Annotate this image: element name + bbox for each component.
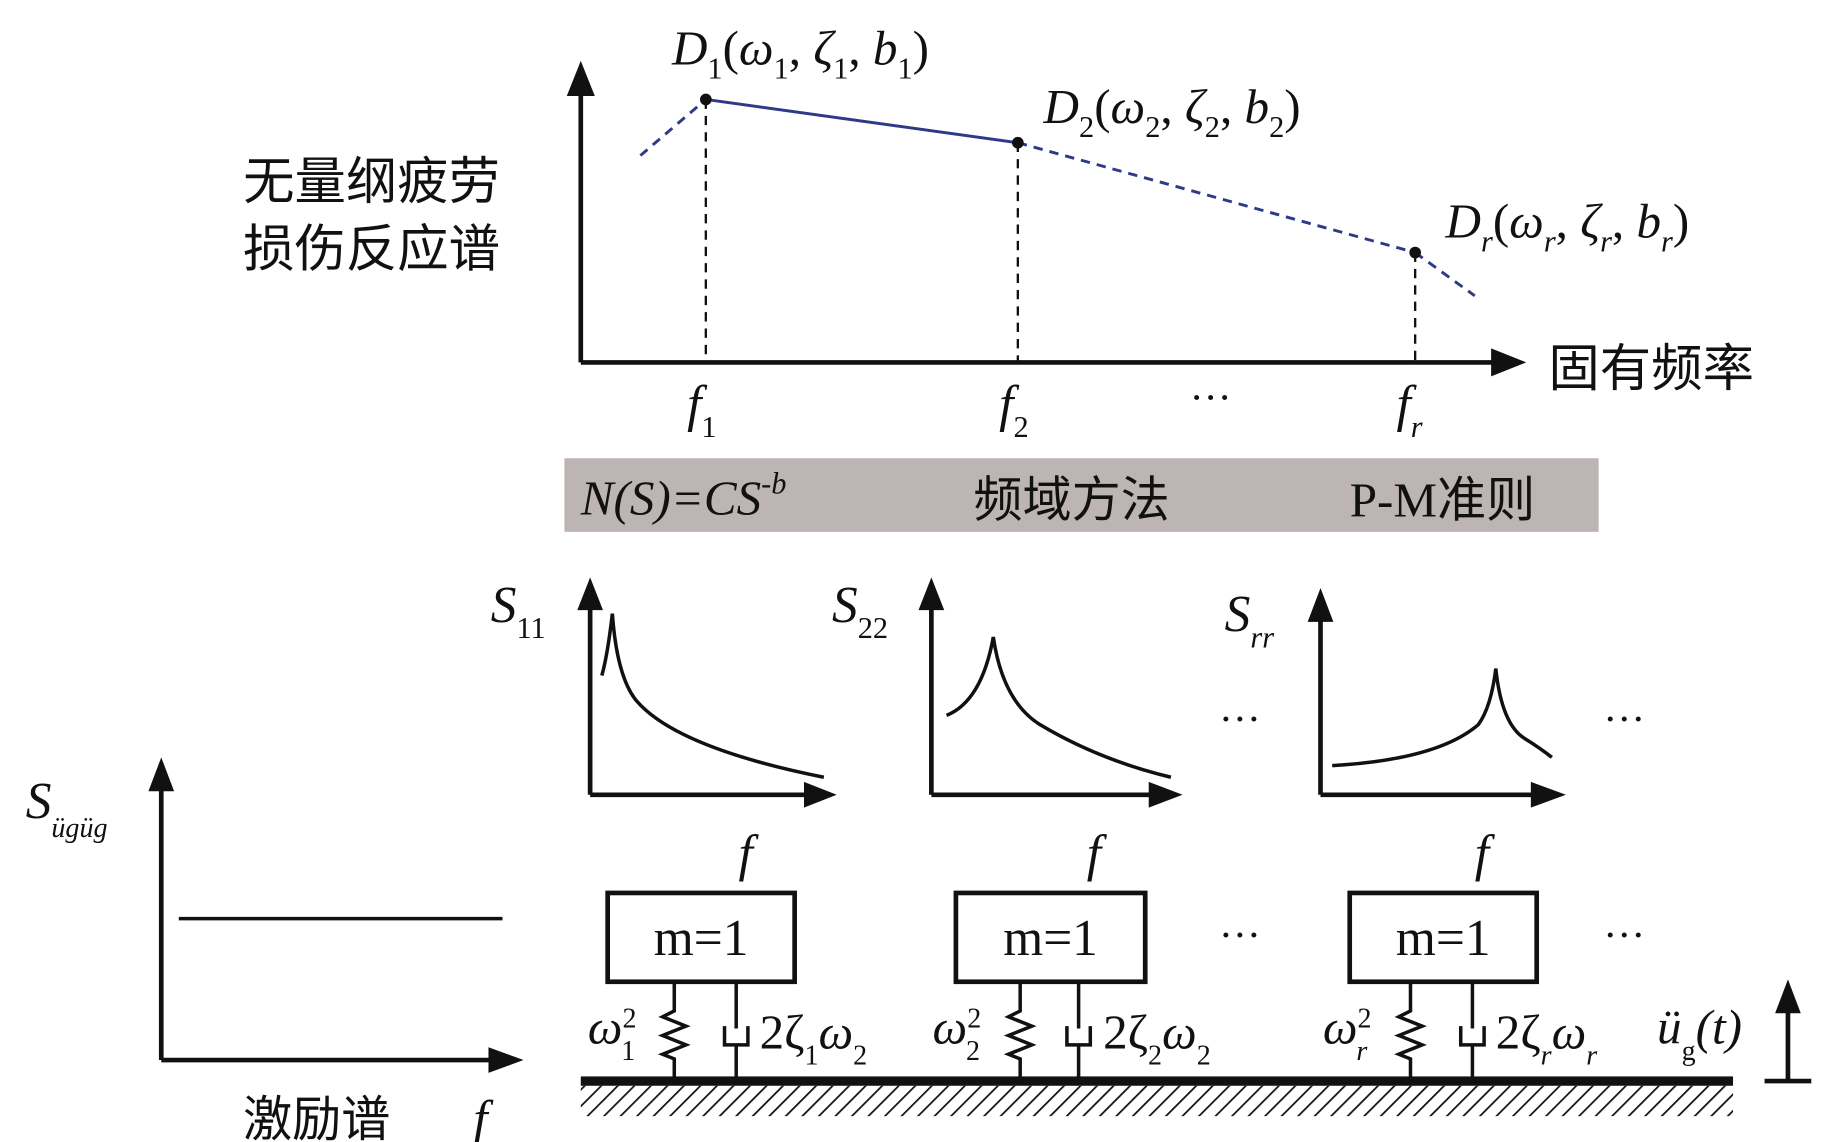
mass-label: m=1 bbox=[1396, 910, 1491, 967]
response-spectrum-2: S22 f bbox=[832, 577, 1183, 883]
x-label: f bbox=[473, 1091, 494, 1142]
x-label: f bbox=[1087, 826, 1108, 883]
x-label: f bbox=[1475, 826, 1496, 883]
response-spectrum-1: S11 f bbox=[491, 577, 837, 883]
point-dr bbox=[1409, 246, 1422, 259]
ground-hatch bbox=[580, 1085, 1734, 1117]
excitation-spectrum: Sügüg 激励谱 f bbox=[26, 757, 524, 1142]
damper-icon bbox=[1065, 981, 1093, 1078]
y-label-line1: 无量纲疲劳 bbox=[243, 152, 500, 212]
point-d2 bbox=[1011, 136, 1024, 149]
point-d1 bbox=[699, 93, 712, 106]
damping-label: 2ζ1ω2 bbox=[760, 1004, 868, 1071]
damping-label: 2ζrωr bbox=[1496, 1004, 1597, 1071]
ellipsis: ··· bbox=[1603, 913, 1645, 959]
point-label-d1: D1(ω1, ζ1, b1) bbox=[671, 20, 929, 85]
ellipsis: ··· bbox=[1603, 697, 1645, 743]
method-band-background bbox=[564, 458, 1599, 532]
x-label: 固有频率 bbox=[1548, 339, 1754, 399]
spectrum-label: Srr bbox=[1225, 586, 1275, 654]
mass-box bbox=[605, 890, 797, 985]
response-curve bbox=[1332, 668, 1553, 768]
ground-surface bbox=[580, 1076, 1734, 1086]
point-label-dr: Dr(ωr, ζr, br) bbox=[1445, 193, 1690, 258]
tick-fr: fr bbox=[1396, 376, 1422, 444]
damper-icon bbox=[1458, 981, 1486, 1078]
spring-icon bbox=[657, 981, 691, 1078]
arrow-icon bbox=[1307, 587, 1334, 622]
x-axis-arrow-icon bbox=[1491, 348, 1527, 377]
ground-acceleration-label: üg(t) bbox=[1657, 1000, 1742, 1067]
arrow-icon bbox=[918, 577, 945, 611]
excitation-caption: 激励谱 bbox=[243, 1090, 390, 1142]
tick-f1: f1 bbox=[687, 376, 716, 444]
damper-icon bbox=[722, 981, 750, 1078]
arrow-icon bbox=[1148, 781, 1183, 808]
spectrum-solid-segment bbox=[705, 98, 1019, 145]
spectrum-label: S22 bbox=[832, 577, 888, 645]
mass-box bbox=[1347, 890, 1540, 985]
spectrum-dashed-left bbox=[639, 98, 707, 157]
spring-icon bbox=[1394, 981, 1427, 1078]
arrow-icon bbox=[148, 757, 175, 792]
ellipsis: ··· bbox=[1219, 913, 1261, 959]
point-label-d2: D2(ω2, ζ2, b2) bbox=[1043, 79, 1301, 144]
arrow-icon bbox=[577, 577, 603, 611]
pm-criterion: P-M准则 bbox=[1350, 473, 1535, 528]
x-label: f bbox=[739, 826, 760, 883]
ellipsis: ··· bbox=[1219, 697, 1261, 743]
arrow-icon bbox=[803, 781, 837, 808]
sn-curve-formula: N(S)=CS-b bbox=[580, 466, 787, 525]
response-curve bbox=[600, 613, 825, 779]
mass-label: m=1 bbox=[654, 910, 749, 967]
ground-motion-arrow-icon bbox=[1764, 979, 1812, 1084]
tick-ellipsis: ··· bbox=[1190, 375, 1232, 421]
damage-spectrum-chart: 无量纲疲劳 损伤反应谱 固有频率 D1(ω1, ζ1, b1) D2(ω2, ζ… bbox=[243, 20, 1754, 444]
spectrum-label: S11 bbox=[491, 577, 546, 645]
excitation-label: Sügüg bbox=[26, 773, 108, 844]
arrow-icon bbox=[488, 1047, 524, 1073]
response-spectrum-r: Srr f bbox=[1225, 586, 1566, 883]
frequency-domain-method: 频域方法 bbox=[973, 471, 1169, 529]
mass-label: m=1 bbox=[1003, 910, 1098, 967]
spectrum-dashed-mid bbox=[1017, 141, 1416, 254]
y-axis-arrow-icon bbox=[566, 60, 595, 96]
arrow-icon bbox=[1530, 781, 1566, 808]
spectrum-dashed-right bbox=[1414, 251, 1476, 297]
tick-f2: f2 bbox=[999, 376, 1028, 444]
spring-icon bbox=[1003, 981, 1037, 1078]
response-curve bbox=[945, 636, 1172, 779]
y-label-line2: 损伤反应谱 bbox=[243, 220, 500, 280]
method-band: N(S)=CS-b 频域方法 P-M准则 bbox=[564, 458, 1599, 532]
damping-label: 2ζ2ω2 bbox=[1103, 1004, 1211, 1071]
mass-box bbox=[953, 890, 1148, 985]
